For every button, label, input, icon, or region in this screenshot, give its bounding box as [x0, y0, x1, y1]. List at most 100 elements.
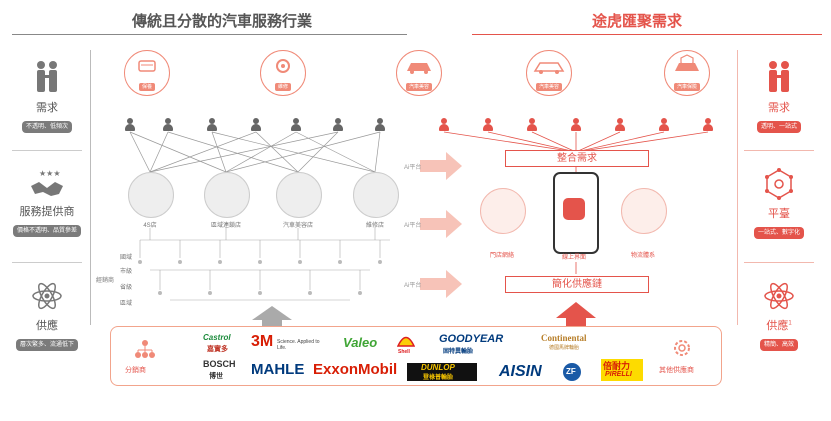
- person-icon: [439, 118, 449, 132]
- dealership-icon: [128, 172, 174, 218]
- shop-label-3: 維修店: [365, 223, 384, 229]
- pirelli-cn: 倍耐力: [603, 361, 631, 371]
- bosch-cn: 博世: [209, 373, 223, 380]
- distributor-label: 分銷商: [125, 367, 146, 374]
- right-divider-2: [744, 262, 814, 263]
- person-icon: [333, 118, 343, 132]
- left-column-rule: [90, 50, 91, 325]
- person-icon: [375, 118, 385, 132]
- right-service-label-0: 汽車美容: [535, 83, 562, 91]
- left-title: 傳統且分散的汽車服務行業: [132, 13, 313, 30]
- person-icon: [615, 118, 625, 132]
- arrow-label-3: Ai平台: [404, 283, 422, 289]
- left-supply-pill: 層次繁多、流通低下: [15, 339, 78, 351]
- shop-label-2: 汽車美容店: [282, 223, 313, 229]
- left-service-label-1: 維修: [274, 83, 291, 91]
- mahle-logo: MAHLE: [251, 361, 305, 378]
- platform-node-label-1: 線上界面: [561, 255, 586, 261]
- left-providers-pill: 價格不透明、品質參差: [12, 225, 81, 237]
- person-icon: [571, 118, 581, 132]
- right-service-label-1: 汽車保險: [673, 83, 700, 91]
- logistics-icon: [621, 188, 667, 234]
- app-logo-icon: [563, 198, 585, 220]
- repair-shop-icon: [353, 172, 399, 218]
- handshake-stars-icon: ★★★: [31, 169, 63, 196]
- left-service-beauty: 汽車美容: [396, 50, 442, 96]
- atom-icon: [32, 282, 62, 310]
- left-providers-label: 服務提供商: [19, 206, 75, 218]
- left-divider-2: [12, 262, 82, 263]
- right-demand-label: 需求: [768, 102, 790, 114]
- person-icon: [703, 118, 713, 132]
- right-supply-label: 供應1: [766, 320, 792, 332]
- shop-label-1: 區域連鎖店: [210, 223, 241, 229]
- person-icon: [527, 118, 537, 132]
- left-service-label-2: 汽車美容: [405, 83, 432, 91]
- left-service-maintenance: 保養: [124, 50, 170, 96]
- continental-logo: Continental: [541, 333, 587, 343]
- person-icon: [659, 118, 669, 132]
- platform-node-label-0: 門店網絡: [489, 253, 514, 259]
- right-service-insurance: 汽車保險: [664, 50, 710, 96]
- distributor-icon: [135, 340, 155, 358]
- people-handshake-icon: [769, 61, 789, 92]
- gear-icon: [674, 340, 690, 356]
- castrol-logo: Castrol: [203, 333, 231, 342]
- left-providers-block: ★★★ 服務提供商 價格不透明、品質參差: [12, 168, 82, 237]
- goodyear-cn: 固特異輪胎: [443, 349, 474, 355]
- car-service-icon: [138, 60, 156, 72]
- svg-text:★★★: ★★★: [39, 169, 61, 178]
- left-service-label-0: 保養: [138, 83, 155, 91]
- right-divider-1: [744, 150, 814, 151]
- atom-icon: [764, 282, 794, 310]
- tier-level-3: 區域: [120, 301, 133, 307]
- left-service-repair: 維修: [260, 50, 306, 96]
- person-icon: [291, 118, 301, 132]
- castrol-cn: 嘉實多: [207, 346, 228, 353]
- right-platform-block: 平臺 一站式、數字化: [744, 168, 814, 239]
- shell-logo-icon: [397, 336, 415, 347]
- right-service-beauty: 汽車美容: [526, 50, 572, 96]
- person-icon: [125, 118, 135, 132]
- phone-app-icon: [553, 172, 599, 254]
- left-demand-label: 需求: [36, 102, 58, 114]
- other-supplier-label: 其他供應商: [659, 367, 694, 374]
- car-icon: [533, 62, 565, 74]
- supplier-panel: 分銷商 Castrol 嘉實多 BOSCH 博世 3M Science. App…: [110, 326, 722, 386]
- people-handshake-icon: [37, 61, 57, 92]
- person-icon: [207, 118, 217, 132]
- left-side-column: 需求 不透明、低頻次 ★★★ 服務提供商 價格不透明、品質參差 供應 層次繁多、…: [12, 50, 82, 375]
- left-title-rule: [12, 34, 407, 35]
- dunlop-cn: 登祿普輪胎: [423, 375, 454, 381]
- tier-level-1: 市級: [120, 269, 133, 275]
- integrate-demand-box: 整合需求: [505, 150, 649, 167]
- car-beauty-shop-icon: [276, 172, 322, 218]
- right-demand-block: 需求 透明、一站式: [744, 60, 814, 133]
- person-icon: [251, 118, 261, 132]
- person-icon: [163, 118, 173, 132]
- left-supply-block: 供應 層次繁多、流通低下: [12, 280, 82, 351]
- right-supply-pill: 精簡、高效: [759, 339, 798, 351]
- person-icon: [483, 118, 493, 132]
- store-network-icon: [480, 188, 526, 234]
- threem-tagline: Science. Applied to Life.: [277, 339, 320, 351]
- left-demand-pill: 不透明、低頻次: [21, 121, 72, 133]
- network-icon: [765, 168, 793, 200]
- right-demand-pill: 透明、一站式: [756, 121, 801, 133]
- goodyear-logo: GOODYEAR: [439, 333, 504, 345]
- threem-logo: 3M: [251, 333, 274, 350]
- zf-badge: ZF: [563, 363, 581, 381]
- right-column-rule: [737, 50, 738, 325]
- right-supply-block: 供應1 精簡、高效: [744, 280, 814, 351]
- shop-label-0: 4S店: [143, 223, 157, 229]
- shell-wordmark: Shell: [398, 349, 410, 355]
- left-supply-label: 供應: [36, 320, 58, 332]
- right-title-rule: [472, 34, 822, 35]
- right-platform-pill: 一站式、數字化: [753, 227, 804, 239]
- continental-cn: 德國馬牌輪胎: [549, 345, 580, 351]
- platform-node-label-2: 物流體系: [630, 253, 655, 259]
- pirelli-badge: 倍耐力 PIRELLI: [601, 359, 643, 381]
- chain-store-icon: [204, 172, 250, 218]
- gear-wrench-icon: [276, 59, 290, 73]
